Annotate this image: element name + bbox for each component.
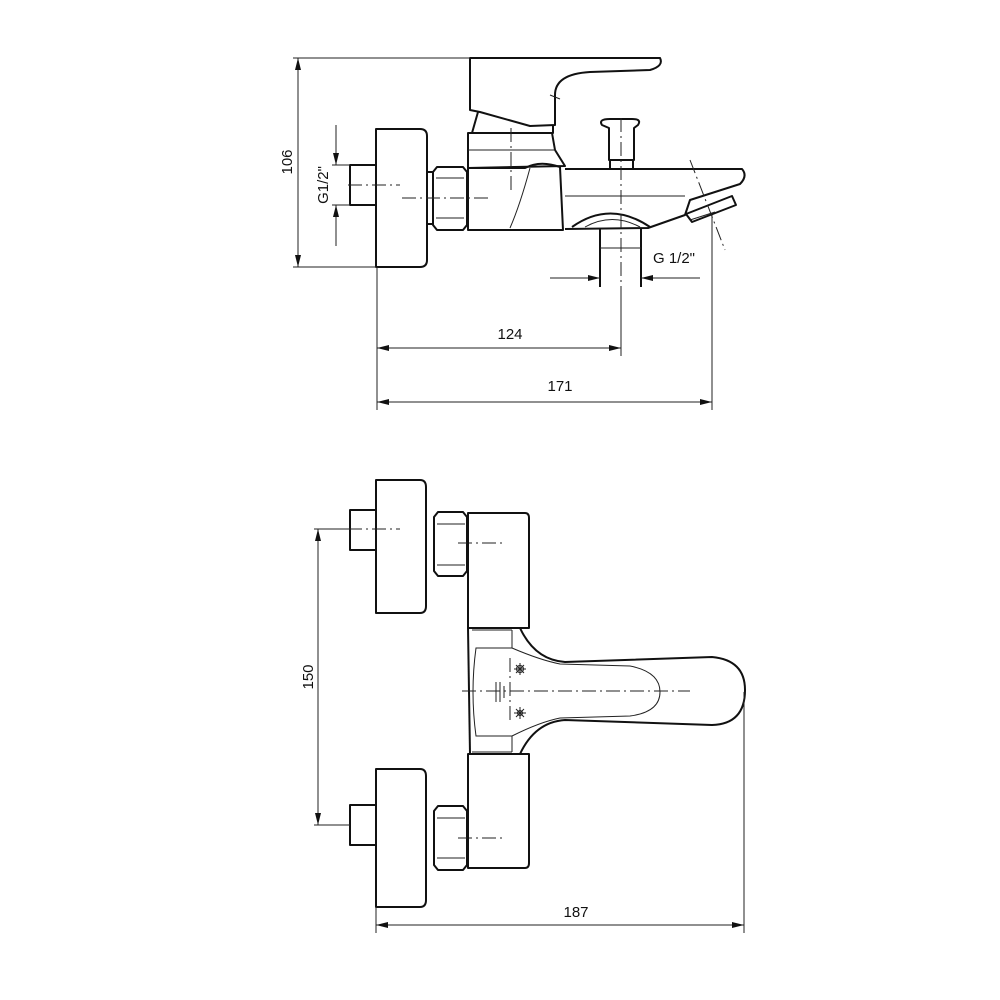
dim-inlet-thread-label: G1/2"	[315, 166, 332, 204]
dim-height-label: 106	[279, 149, 296, 174]
brand-logo	[495, 682, 505, 702]
wall-flange-lower	[375, 768, 427, 908]
wall-flange-upper	[375, 479, 427, 614]
dim-outlet-thread-label: G 1/2"	[653, 250, 695, 267]
side-view: 106 G1/2" G 1/2" 124 171	[279, 57, 746, 410]
nut-lower	[433, 805, 468, 871]
lever-handle	[469, 57, 662, 127]
hot-sun-icon	[514, 707, 526, 719]
mixer-body-front	[467, 512, 530, 629]
front-view: 150 187	[300, 479, 746, 933]
spout	[564, 168, 746, 230]
dim-inlet-spacing-label: 150	[300, 664, 317, 689]
connection-nut	[432, 166, 468, 231]
nut-upper	[433, 511, 468, 577]
wall-flange	[375, 128, 428, 268]
dim-total-width-label: 187	[563, 904, 588, 921]
cold-snowflake-icon	[514, 663, 526, 675]
diverter-knob	[600, 118, 641, 161]
dim-total-depth-label: 171	[547, 378, 572, 395]
dim-outlet-offset-label: 124	[497, 326, 522, 343]
lever-handle-front	[519, 627, 746, 755]
mixer-body	[467, 132, 566, 169]
